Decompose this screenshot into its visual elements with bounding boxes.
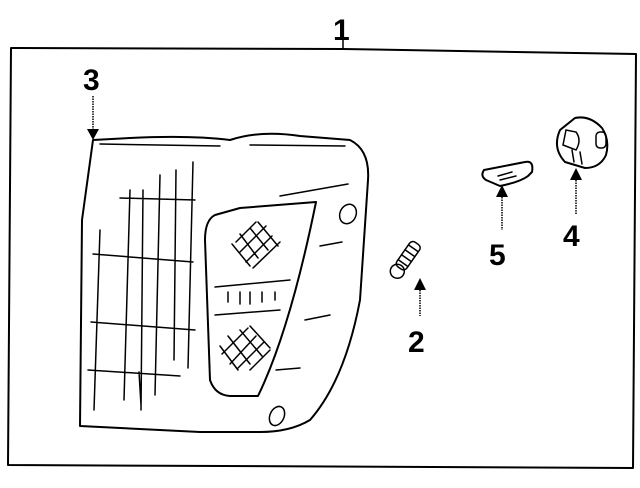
bulb [481,160,534,187]
bulb-socket [555,116,609,169]
callout-5-arrow [496,185,508,197]
lamp-lens-housing [79,132,370,433]
screw [389,240,421,280]
callout-3[interactable]: 3 [83,64,100,97]
callout-2-arrow [414,278,426,290]
callout-3-arrow [87,129,99,140]
callout-4[interactable]: 4 [563,220,580,253]
callout-1[interactable]: 1 [333,14,350,47]
callout-4-arrow [570,168,582,180]
callout-2[interactable]: 2 [408,326,425,359]
callout-5[interactable]: 5 [489,239,506,272]
